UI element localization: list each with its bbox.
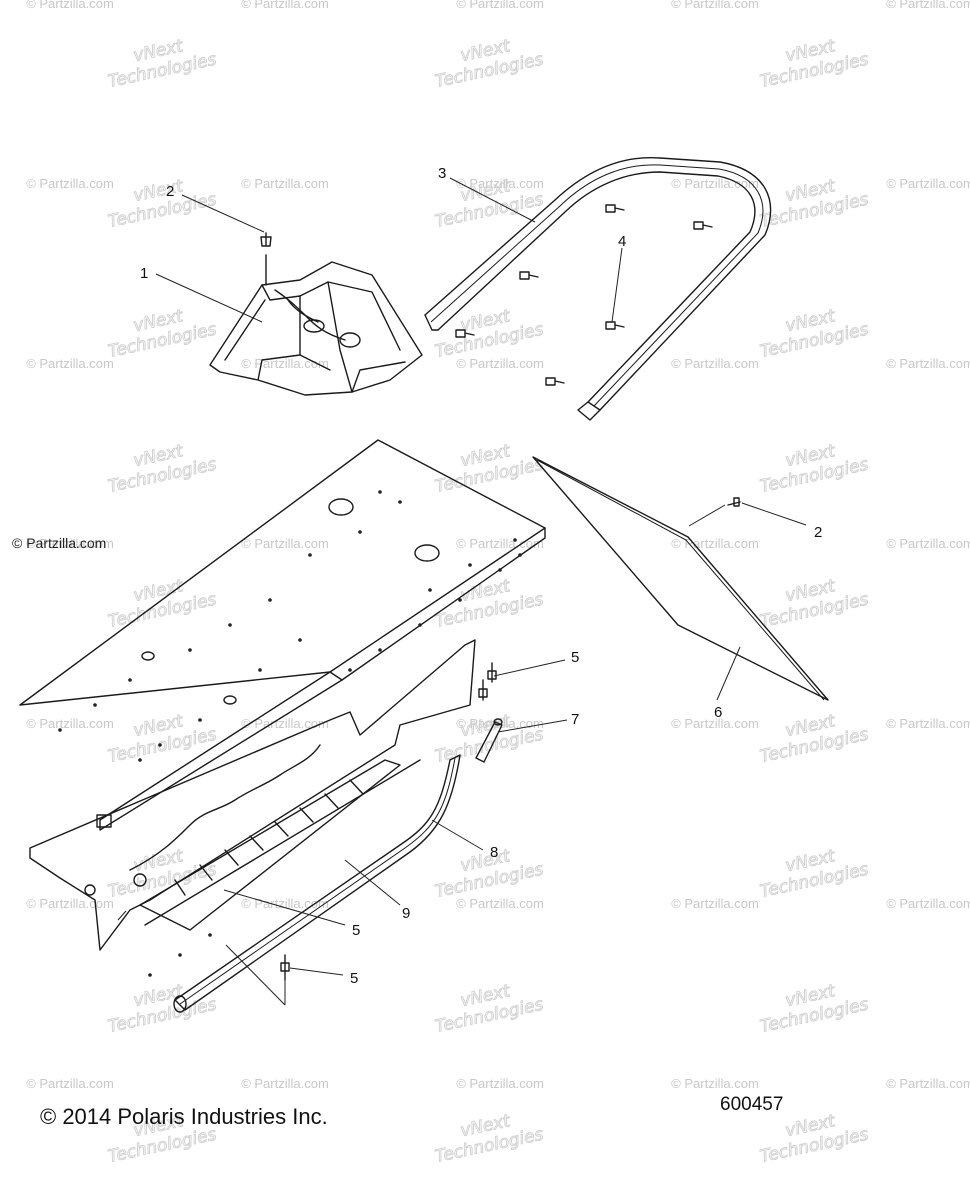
diagram-number: 600457: [720, 1094, 784, 1115]
partzilla-watermark: © Partzilla.com: [886, 0, 970, 11]
partzilla-watermark: © Partzilla.com: [26, 896, 114, 911]
partzilla-watermark: © Partzilla.com: [456, 176, 544, 191]
tunnel-brace-icon: [209, 261, 423, 396]
bolt-icon: [455, 204, 713, 386]
callout-7: 7: [571, 711, 579, 728]
partzilla-watermark: © Partzilla.com: [886, 1076, 970, 1091]
partzilla-watermark: © Partzilla.com: [456, 896, 544, 911]
flap-panel-icon: [532, 456, 829, 701]
partzilla-watermark: © Partzilla.com: [671, 536, 759, 551]
partzilla-watermark: © Partzilla.com: [456, 536, 544, 551]
partzilla-watermark: © Partzilla.com: [886, 716, 970, 731]
copyright-text: © 2014 Polaris Industries Inc.: [40, 1104, 328, 1129]
partzilla-watermark: © Partzilla.com: [886, 356, 970, 371]
rear-bumper-icon: [424, 156, 772, 421]
partzilla-watermark: © Partzilla.com: [886, 536, 970, 551]
callout-2-top: 2: [166, 183, 174, 200]
watermark-layer: © Partzilla.com © Partzilla.com © Partzill…: [26, 0, 970, 1167]
callout-3: 3: [438, 165, 446, 182]
partzilla-watermark: © Partzilla.com: [26, 356, 114, 371]
callout-labels: 1 2 3 4 2 5 7 6 8 9 5 5: [140, 165, 822, 987]
tunnel-panel: [19, 439, 546, 831]
running-board-icon: [29, 639, 476, 977]
partzilla-watermark: © Partzilla.com: [886, 896, 970, 911]
partzilla-watermark: © Partzilla.com: [26, 536, 114, 551]
partzilla-watermark: © Partzilla.com: [26, 176, 114, 191]
partzilla-watermark: © Partzilla.com: [241, 536, 329, 551]
partzilla-watermark: © Partzilla.com: [241, 896, 329, 911]
partzilla-watermark: © Partzilla.com: [26, 0, 114, 11]
running-board-trim-icon: [173, 754, 461, 1013]
push-rivet-icon: [727, 497, 741, 507]
partzilla-watermark: © Partzilla.com: [26, 1076, 114, 1091]
partzilla-watermark: © Partzilla.com: [671, 0, 759, 11]
partzilla-watermark: © Partzilla.com: [241, 716, 329, 731]
callout-1: 1: [140, 265, 148, 282]
partzilla-watermark: © Partzilla.com: [671, 896, 759, 911]
partzilla-watermark: © Partzilla.com: [456, 0, 544, 11]
partzilla-watermark: © Partzilla.com: [241, 1076, 329, 1091]
partzilla-watermark: © Partzilla.com: [671, 1076, 759, 1091]
partzilla-watermark: © Partzilla.com: [671, 176, 759, 191]
callout-2-right: 2: [814, 524, 822, 541]
partzilla-watermark: © Partzilla.com: [886, 176, 970, 191]
push-rivet-icon: [260, 232, 272, 286]
callout-9: 9: [402, 905, 410, 922]
callout-8: 8: [490, 844, 498, 861]
callout-4: 4: [618, 233, 626, 250]
partzilla-watermark: © Partzilla.com: [241, 176, 329, 191]
pin-icon: [475, 718, 503, 763]
partzilla-watermark: © Partzilla.com: [26, 716, 114, 731]
partzilla-watermark: © Partzilla.com: [456, 1076, 544, 1091]
callout-6: 6: [714, 704, 722, 721]
partzilla-watermark: © Partzilla.com: [456, 356, 544, 371]
callout-5-a: 5: [571, 649, 579, 666]
side-watermark: © Partzilla.com: [12, 535, 107, 551]
callout-5-c: 5: [350, 970, 358, 987]
partzilla-watermark: © Partzilla.com: [671, 356, 759, 371]
callout-5-b: 5: [352, 922, 360, 939]
leader-lines: [117, 177, 807, 1006]
partzilla-watermark: © Partzilla.com: [241, 0, 329, 11]
partzilla-watermark: © Partzilla.com: [671, 716, 759, 731]
